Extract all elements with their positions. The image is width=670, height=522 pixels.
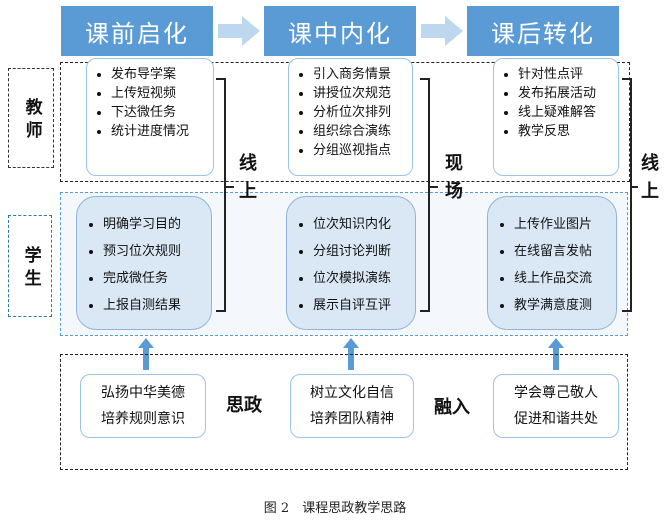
list-item: 引入商务情景 bbox=[313, 65, 404, 84]
list-item: 位次知识内化 bbox=[313, 211, 407, 238]
student-box-1: 明确学习目的 预习位次规则 完成微任务 上报自测结果 bbox=[76, 196, 212, 330]
list-item: 针对性点评 bbox=[518, 65, 610, 84]
student-role-text: 学 生 bbox=[20, 246, 41, 286]
list-item: 分组巡视指点 bbox=[313, 141, 404, 160]
student-list-2: 位次知识内化 分组讨论判断 位次模拟演练 展示自评互评 bbox=[299, 211, 407, 319]
ideology-line: 弘扬中华美德 bbox=[101, 385, 185, 401]
ideology-line: 学会尊己敬人 bbox=[514, 385, 598, 401]
student-box-3: 上传作业图片 在线留言发帖 线上作品交流 教学满意度测 bbox=[487, 196, 617, 330]
mode-label-middle: 现场 bbox=[445, 153, 463, 202]
figure-caption: 图 2 课程思政教学思路 bbox=[263, 501, 407, 516]
list-item: 下达微任务 bbox=[111, 103, 205, 122]
stage-header-2: 课中内化 bbox=[264, 6, 416, 56]
list-item: 统计进度情况 bbox=[111, 122, 205, 141]
student-list-3: 上传作业图片 在线留言发帖 线上作品交流 教学满意度测 bbox=[500, 211, 608, 319]
list-item: 组织综合演练 bbox=[313, 122, 404, 141]
bracket-middle-tick bbox=[428, 186, 438, 188]
list-item: 在线留言发帖 bbox=[514, 238, 608, 265]
ideology-line: 树立文化自信 bbox=[310, 385, 394, 401]
bracket-right-tick bbox=[630, 186, 638, 188]
ideology-label-right: 融入 bbox=[434, 397, 470, 418]
bracket-left-tick bbox=[224, 186, 234, 188]
ideology-line: 促进和谐共处 bbox=[514, 411, 598, 427]
teacher-box-3: 针对性点评 发布拓展活动 线上疑难解答 教学反思 bbox=[493, 58, 619, 176]
list-item: 线上作品交流 bbox=[514, 265, 608, 292]
list-item: 上报自测结果 bbox=[103, 292, 203, 319]
stage-arrow-2 bbox=[421, 16, 463, 46]
list-item: 发布导学案 bbox=[111, 65, 205, 84]
student-box-2: 位次知识内化 分组讨论判断 位次模拟演练 展示自评互评 bbox=[286, 196, 416, 330]
student-list-1: 明确学习目的 预习位次规则 完成微任务 上报自测结果 bbox=[89, 211, 203, 319]
list-item: 位次模拟演练 bbox=[313, 265, 407, 292]
ideology-line: 培养团队精神 bbox=[310, 411, 394, 427]
teacher-list-1: 发布导学案 上传短视频 下达微任务 统计进度情况 bbox=[97, 65, 205, 141]
ideology-line: 培养规则意识 bbox=[101, 411, 185, 427]
bracket-right bbox=[622, 78, 632, 312]
ideology-box-1: 弘扬中华美德 培养规则意识 bbox=[80, 374, 206, 438]
teacher-box-1: 发布导学案 上传短视频 下达微任务 统计进度情况 bbox=[86, 58, 214, 176]
list-item: 上传作业图片 bbox=[514, 211, 608, 238]
bracket-left bbox=[216, 78, 226, 312]
student-role-label: 学 生 bbox=[8, 215, 52, 317]
ideology-label-left: 思政 bbox=[226, 395, 262, 416]
list-item: 分组讨论判断 bbox=[313, 238, 407, 265]
teacher-list-3: 针对性点评 发布拓展活动 线上疑难解答 教学反思 bbox=[504, 65, 610, 141]
list-item: 上传短视频 bbox=[111, 84, 205, 103]
list-item: 教学满意度测 bbox=[514, 292, 608, 319]
teacher-role-label: 教 师 bbox=[8, 68, 54, 168]
stage-arrow-1 bbox=[218, 16, 260, 46]
ideology-box-2: 树立文化自信 培养团队精神 bbox=[290, 374, 414, 438]
teacher-list-2: 引入商务情景 讲授位次规范 分析位次排列 组织综合演练 分组巡视指点 bbox=[299, 65, 404, 160]
stage-header-1: 课前启化 bbox=[61, 6, 213, 56]
list-item: 教学反思 bbox=[518, 122, 610, 141]
list-item: 预习位次规则 bbox=[103, 238, 203, 265]
stage-header-3: 课后转化 bbox=[467, 6, 619, 56]
bracket-middle bbox=[420, 78, 430, 312]
list-item: 分析位次排列 bbox=[313, 103, 404, 122]
mode-label-left: 线上 bbox=[239, 153, 257, 202]
list-item: 完成微任务 bbox=[103, 265, 203, 292]
list-item: 发布拓展活动 bbox=[518, 84, 610, 103]
teacher-role-text: 教 师 bbox=[21, 98, 42, 138]
mode-label-right: 线上 bbox=[641, 153, 659, 202]
ideology-box-3: 学会尊己敬人 促进和谐共处 bbox=[493, 374, 619, 438]
list-item: 展示自评互评 bbox=[313, 292, 407, 319]
list-item: 讲授位次规范 bbox=[313, 84, 404, 103]
list-item: 线上疑难解答 bbox=[518, 103, 610, 122]
ideology-region bbox=[60, 354, 628, 470]
teacher-box-2: 引入商务情景 讲授位次规范 分析位次排列 组织综合演练 分组巡视指点 bbox=[288, 58, 413, 176]
list-item: 明确学习目的 bbox=[103, 211, 203, 238]
